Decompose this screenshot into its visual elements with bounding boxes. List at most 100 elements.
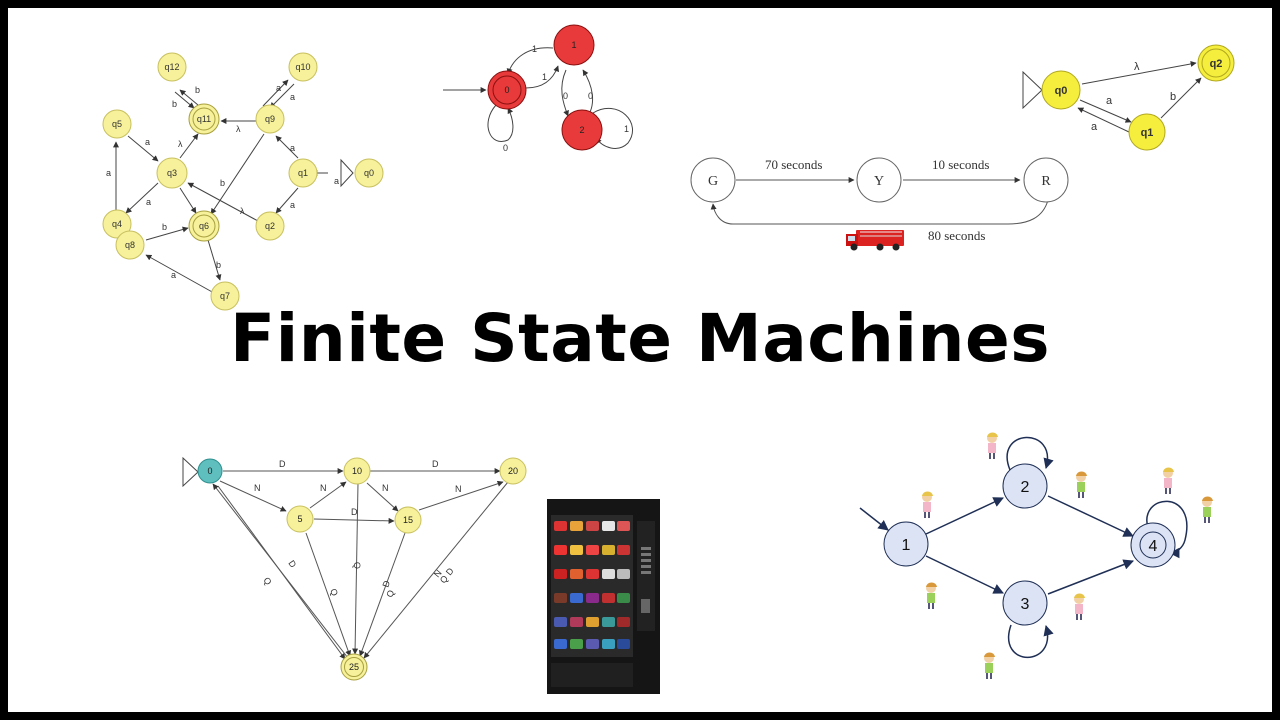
edge-q2-q3 xyxy=(187,182,259,222)
edge-q3-q6 xyxy=(179,187,197,214)
binary-edge-label: 1 xyxy=(624,124,629,134)
person-icon xyxy=(1202,496,1213,523)
nfa-edge-label: a xyxy=(145,137,150,147)
vending-edge-label: Q xyxy=(438,573,450,585)
nfa-edge-label: a xyxy=(334,176,339,186)
edge-2-2 xyxy=(592,107,634,149)
person-icon xyxy=(922,491,933,518)
vending-diagram xyxy=(182,456,509,660)
svg-text:R: R xyxy=(1041,174,1051,189)
simple-nfa-edge-label: a xyxy=(1091,121,1098,133)
svg-text:2: 2 xyxy=(1021,479,1030,496)
svg-text:q12: q12 xyxy=(164,62,179,72)
person-icon xyxy=(1163,467,1174,494)
vending-machine-photo xyxy=(547,499,660,694)
edge-10-25 xyxy=(352,482,359,655)
person-icon xyxy=(1076,471,1087,498)
state-q0: q0 xyxy=(354,158,384,188)
vending-edge-label: D xyxy=(380,579,392,589)
edge-5-10 xyxy=(309,481,347,509)
svg-text:Y: Y xyxy=(874,174,884,189)
vending-machine-window xyxy=(551,515,633,657)
person-icon xyxy=(1074,593,1085,620)
traffic-edge-label: 80 seconds xyxy=(928,228,985,243)
nfa-states: q12 q10 q5 q11 q9 q3 q1 q0 q4 q6 q2 q8 q… xyxy=(102,52,384,311)
nfa-edge-label: λ xyxy=(240,206,245,216)
state-q4: q4 xyxy=(102,209,132,239)
vending-edge-label: Q xyxy=(352,562,362,569)
svg-text:0: 0 xyxy=(207,466,212,476)
state-25: 25 xyxy=(340,653,368,681)
vending-edge-label: D xyxy=(351,507,358,517)
fire-truck-icon xyxy=(846,230,904,251)
person-icon xyxy=(987,432,998,459)
state-1: 1 xyxy=(553,24,595,66)
svg-text:q1: q1 xyxy=(298,168,308,178)
svg-text:2: 2 xyxy=(579,125,584,135)
state-q1: q1 xyxy=(1128,113,1166,151)
edge-q0-q1 xyxy=(1079,99,1132,123)
nfa-diagram xyxy=(113,79,354,294)
edge-15-20 xyxy=(418,480,504,511)
binary-edge-label: 0 xyxy=(588,91,593,101)
vending-edge-label: D xyxy=(444,565,456,577)
svg-text:10: 10 xyxy=(352,466,362,476)
state-15: 15 xyxy=(394,506,422,534)
state-5: 5 xyxy=(286,505,314,533)
edge-q1-q2 xyxy=(1160,77,1202,119)
simple-nfa-edge-label: b xyxy=(1170,91,1176,103)
edge-q3-q11 xyxy=(179,133,199,159)
state-20: 20 xyxy=(499,457,527,485)
state-q6: q6 xyxy=(188,210,220,242)
binary-diagram xyxy=(443,47,634,149)
simple-nfa-edge-label: λ xyxy=(1134,61,1140,73)
edge-q9-q10 xyxy=(262,79,289,107)
state-q3: q3 xyxy=(156,157,188,189)
slide-title: Finite State Machines xyxy=(230,300,1050,377)
nfa-edge-label: b xyxy=(162,222,167,232)
svg-text:5: 5 xyxy=(297,514,302,524)
vending-edge-label: D xyxy=(286,558,298,569)
svg-text:q2: q2 xyxy=(1210,58,1223,70)
person-icons xyxy=(922,432,1213,679)
edge-q10-q9 xyxy=(269,83,295,109)
binary-edge-label: 0 xyxy=(563,91,568,101)
vending-edge-labels: D D N N N D N Q D Q Q D Q N Q D xyxy=(254,459,462,599)
svg-text:q6: q6 xyxy=(199,221,209,231)
svg-text:1: 1 xyxy=(571,40,576,50)
svg-text:q8: q8 xyxy=(125,240,135,250)
binary-edge-label: 1 xyxy=(542,72,547,82)
state-0: 0 xyxy=(197,458,223,484)
edge-q7-q8 xyxy=(145,254,215,294)
svg-text:q3: q3 xyxy=(167,168,177,178)
nfa-edge-label: λ xyxy=(178,139,183,149)
state-q5: q5 xyxy=(102,109,132,139)
nfa-edge-label: b xyxy=(172,99,177,109)
edge-q0-q2 xyxy=(1081,61,1197,85)
vending-states: 0 10 20 5 15 25 xyxy=(197,457,527,681)
svg-text:q11: q11 xyxy=(197,114,211,124)
state-q9: q9 xyxy=(255,104,285,134)
start-marker xyxy=(340,158,354,188)
svg-text:q2: q2 xyxy=(265,221,275,231)
start-arrow xyxy=(859,507,889,531)
nfa-edge-label: a xyxy=(290,92,295,102)
binary-states: 0 1 2 xyxy=(487,24,603,151)
edge-2-4 xyxy=(1047,495,1134,537)
binary-edge-labels: 1 1 0 0 0 1 xyxy=(503,44,629,153)
nfa-edge-label: a xyxy=(290,200,295,210)
start-marker xyxy=(182,456,199,488)
svg-text:q1: q1 xyxy=(1141,127,1154,139)
state-Y: Y xyxy=(856,157,902,203)
nfa-edge-label: a xyxy=(290,143,295,153)
edge-0-5 xyxy=(219,480,287,512)
nfa-edge-label: b xyxy=(220,178,225,188)
svg-text:3: 3 xyxy=(1021,596,1030,613)
edge-4-4 xyxy=(1146,500,1188,559)
state-q11: q11 xyxy=(188,103,220,135)
simple-nfa-edge-labels: λ a a b xyxy=(1091,61,1176,133)
state-0: 0 xyxy=(487,70,527,110)
state-q2: q2 xyxy=(1197,44,1235,82)
simple-nfa-states: q0 q1 q2 xyxy=(1041,44,1235,151)
